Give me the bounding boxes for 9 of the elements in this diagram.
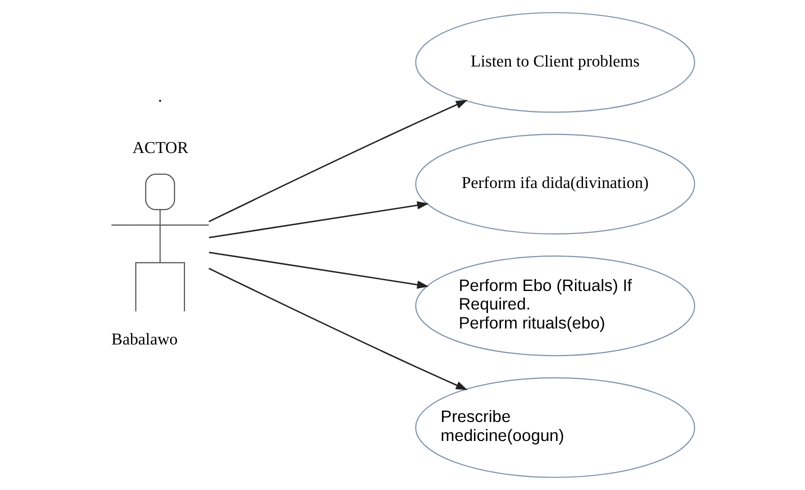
arrow [208, 100, 468, 222]
node-label: Babalawo [110, 330, 178, 349]
node-ellipse: Listen to Client problems [414, 12, 695, 113]
node-ellipse: Prescribe medicine(oogun) [414, 377, 695, 478]
label: . [158, 86, 162, 106]
node-label: ACTOR [132, 138, 188, 158]
arrow [208, 252, 428, 289]
arrow [208, 268, 468, 390]
arrow [208, 201, 428, 238]
